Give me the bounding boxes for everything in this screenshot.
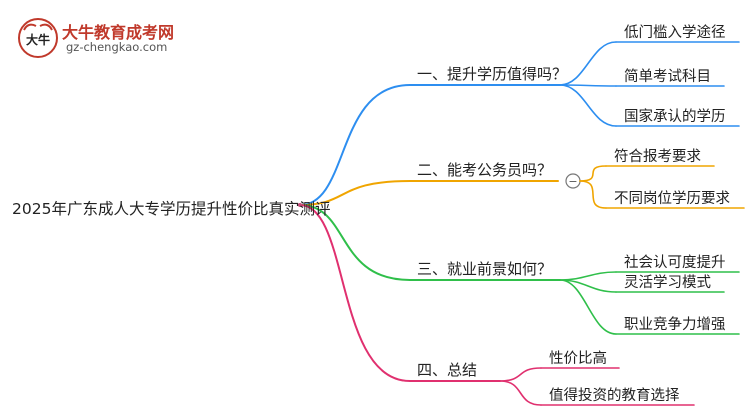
branch-label-3: 三、就业前景如何？: [417, 260, 553, 278]
leaf-3-1: 社会认可度提升: [624, 255, 726, 271]
site-logo[interactable]: 大牛 大牛教育成考网 gz-chengkao.com: [16, 16, 206, 60]
branch-label-4: 四、总结: [417, 361, 478, 379]
leaf-4-2: 值得投资的教育选择: [549, 388, 680, 404]
leaf-1-1: 低门槛入学途径: [624, 25, 726, 41]
leaf-1-3: 国家承认的学历: [624, 109, 726, 125]
leaf-1-2: 简单考试科目: [624, 69, 711, 85]
logo-mark-text: 大牛: [26, 32, 50, 47]
leaf-2-1: 符合报考要求: [614, 149, 701, 165]
leaf-3-3: 职业竞争力增强: [624, 317, 726, 333]
branch-label-2: 二、能考公务员吗？: [417, 161, 553, 179]
leaf-4-1: 性价比高: [549, 351, 607, 367]
leaf-3-2: 灵活学习模式: [624, 275, 711, 291]
logo-url[interactable]: gz-chengkao.com: [66, 40, 168, 54]
logo-title: 大牛教育成考网: [62, 23, 175, 42]
bull-logo-icon: 大牛: [18, 18, 58, 58]
collapse-toggle-symbol: −: [568, 175, 577, 188]
root-node: 2025年广东成人大专学历提升性价比真实测评: [12, 200, 331, 218]
branch-label-1: 一、提升学历值得吗？: [417, 65, 568, 83]
leaf-2-2: 不同岗位学历要求: [614, 191, 730, 207]
